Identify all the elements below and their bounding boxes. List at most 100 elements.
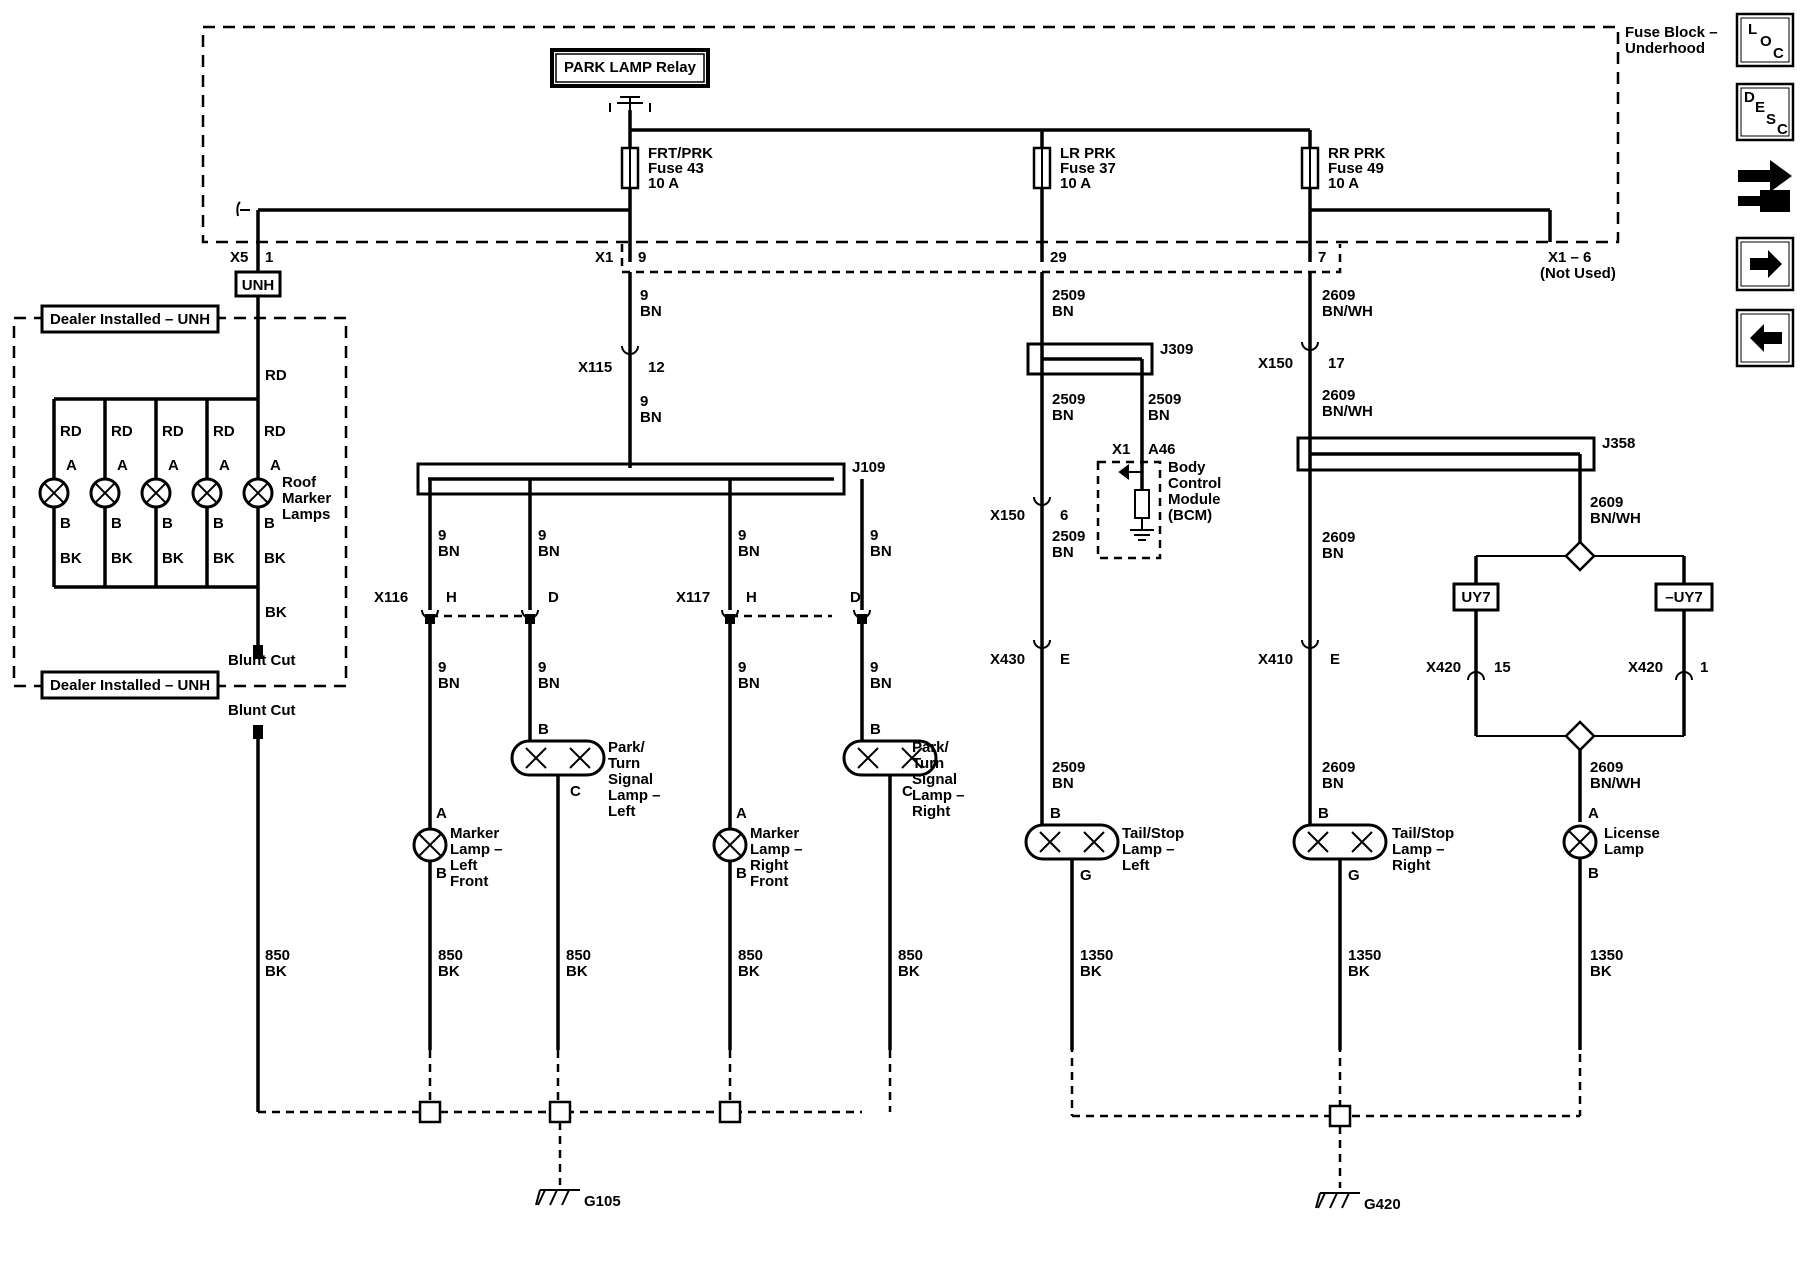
body-control-module: X1 A46 Body Control Module (BCM) (1096, 441, 1221, 560)
wire-label: B (213, 515, 224, 532)
wire-label: 9 (870, 659, 878, 676)
wire-label: A (736, 805, 747, 822)
svg-text:D: D (850, 589, 861, 606)
svg-text:Lamp –: Lamp – (750, 841, 803, 858)
svg-text:BN: BN (1322, 545, 1344, 562)
svg-text:Signal: Signal (608, 771, 653, 788)
svg-text:E: E (1330, 651, 1340, 668)
roof-marker-lamp-icon (191, 477, 223, 509)
wire-label: B (162, 515, 173, 532)
svg-text:X115: X115 (578, 359, 612, 376)
svg-text:RR PRK: RR PRK (1328, 145, 1386, 162)
wire-label: B (60, 515, 71, 532)
g420-splice-point (1328, 1104, 1352, 1128)
svg-text:BN/WH: BN/WH (1322, 403, 1373, 420)
svg-text:BN: BN (640, 409, 662, 426)
svg-text:C: C (1773, 45, 1784, 62)
svg-text:2509: 2509 (1052, 391, 1085, 408)
uy7-label: UY7 (1461, 589, 1490, 606)
fuse-block-boundary (201, 25, 1620, 244)
wire-label: A (436, 805, 447, 822)
wire-label: 1350 (1080, 947, 1113, 964)
x430-connector-icon (1033, 639, 1051, 649)
wire-label: BN (738, 675, 760, 692)
location-button[interactable]: L O C (1735, 12, 1795, 68)
svg-text:J109: J109 (852, 459, 885, 476)
svg-text:Lamp –: Lamp – (912, 787, 965, 804)
wire-label: BK (738, 963, 760, 980)
svg-text:9: 9 (640, 287, 648, 304)
fuse-43: FRT/PRK Fuse 43 10 A (620, 130, 713, 192)
x5-label: X5 (230, 249, 248, 266)
svg-text:BN: BN (1148, 407, 1170, 424)
roof-marker-lamp-icon (89, 477, 121, 509)
next-page-button[interactable] (1735, 236, 1795, 292)
wire-label: C (570, 783, 581, 800)
tail-stop-lamp-left-label: Tail/Stop (1122, 825, 1184, 842)
connector-end-view-button[interactable] (1738, 160, 1792, 212)
g105-ground-icon (535, 1189, 580, 1206)
svg-text:Lamp –: Lamp – (608, 787, 661, 804)
wire-label: A (66, 457, 77, 474)
previous-page-button[interactable] (1735, 308, 1795, 368)
fuse-block-label-1: Fuse Block – (1625, 24, 1718, 41)
svg-text:X420: X420 (1426, 659, 1461, 676)
svg-text:BN: BN (1052, 544, 1074, 561)
svg-text:X116: X116 (374, 589, 408, 606)
svg-text:17: 17 (1328, 355, 1345, 372)
svg-text:Front: Front (450, 873, 488, 890)
roof-marker-section: Dealer Installed – UNH Dealer Installed … (12, 296, 348, 700)
wire-label: BN (738, 543, 760, 560)
svg-text:Left: Left (1122, 857, 1150, 874)
svg-text:X117: X117 (676, 589, 710, 606)
wire-label: BK (1348, 963, 1370, 980)
wire-label: C (902, 783, 913, 800)
wire-label: 9 (438, 659, 446, 676)
marker-lamp-left-front-icon (412, 827, 448, 863)
svg-text:Lamps: Lamps (282, 506, 330, 523)
svg-text:O: O (1760, 33, 1772, 50)
license-lamp-icon (1562, 824, 1598, 860)
svg-text:Right: Right (750, 857, 788, 874)
x1-connector-outline (620, 244, 1342, 274)
svg-text:X150: X150 (990, 507, 1025, 524)
bcm-ground-icon (1130, 529, 1154, 541)
roof-marker-lamp-icon (242, 477, 274, 509)
wire-label: BK (162, 550, 184, 567)
svg-text:Signal: Signal (912, 771, 957, 788)
svg-text:E: E (1060, 651, 1070, 668)
wire-label: 1350 (1590, 947, 1623, 964)
svg-text:12: 12 (648, 359, 665, 376)
wire-label: BK (111, 550, 133, 567)
arrow-left-icon (1750, 324, 1782, 352)
license-lamp-label: License (1604, 825, 1660, 842)
dealer-installed-label-bottom: Dealer Installed – UNH (50, 677, 210, 694)
wire-label: 850 (438, 947, 463, 964)
svg-text:G420: G420 (1364, 1196, 1401, 1213)
description-button[interactable]: D E S C (1735, 82, 1795, 142)
svg-text:2609: 2609 (1322, 759, 1355, 776)
svg-text:J358: J358 (1602, 435, 1635, 452)
svg-text:X150: X150 (1258, 355, 1293, 372)
wire-label: BK (1080, 963, 1102, 980)
wire-label: 9 (738, 527, 746, 544)
svg-text:BN/WH: BN/WH (1590, 775, 1641, 792)
svg-text:Right: Right (912, 803, 950, 820)
wire-label: RD (213, 423, 235, 440)
wire-label: BN (870, 675, 892, 692)
wire-label: 850 (566, 947, 591, 964)
svg-text:BN: BN (640, 303, 662, 320)
connector-end-view-icon (1738, 160, 1792, 192)
roof-marker-lamp-icon (140, 477, 172, 509)
svg-text:E: E (1755, 99, 1765, 116)
not-used-label: (Not Used) (1540, 265, 1616, 282)
svg-text:BK: BK (265, 604, 287, 621)
svg-text:10 A: 10 A (1060, 175, 1091, 192)
svg-text:29: 29 (1050, 249, 1067, 266)
wire-label: 850 (738, 947, 763, 964)
svg-text:X420: X420 (1628, 659, 1663, 676)
svg-text:J309: J309 (1160, 341, 1193, 358)
svg-text:H: H (746, 589, 757, 606)
park-turn-lamp-left-label: Park/ (608, 739, 646, 756)
svg-text:BN: BN (1052, 407, 1074, 424)
